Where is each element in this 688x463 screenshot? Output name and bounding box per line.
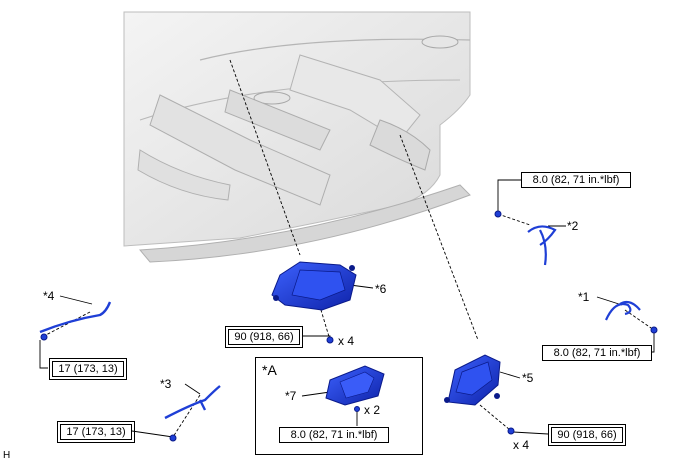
callout-4: *4 [43,289,55,303]
part-5-bracket [444,354,501,406]
part-1-clip [604,300,641,321]
part-7-cover [325,365,385,406]
part-3-cable [164,385,221,420]
torque-spec-part-3: 17 (173, 13) [57,421,135,443]
part-2-clip [527,225,557,266]
torque-spec-part-5: 90 (918, 66) [548,424,626,446]
torque-spec-part-7: 8.0 (82, 71 in.*lbf) [279,427,389,443]
callout-6: *6 [375,282,387,296]
torque-spec-part-4: 17 (173, 13) [49,358,127,380]
torque-spec-part-1: 8.0 (82, 71 in.*lbf) [542,345,652,361]
callout-1: *1 [578,290,590,304]
callout-3: *3 [160,377,172,391]
quantity-part-5: x 4 [513,438,530,452]
part-6-bracket [271,261,357,311]
torque-spec-part-6: 90 (918, 66) [225,326,303,348]
callout-A: *A [262,362,277,378]
corner-mark: H [3,450,11,461]
callout-5: *5 [522,371,534,385]
quantity-part-7: x 2 [364,403,381,417]
quantity-part-6: x 4 [338,334,355,348]
torque-spec-part-2: 8.0 (82, 71 in.*lbf) [521,172,631,188]
inset-detail-A [255,357,423,455]
part-4-cable [39,301,112,334]
callout-2: *2 [567,219,579,233]
callout-7: *7 [285,389,297,403]
